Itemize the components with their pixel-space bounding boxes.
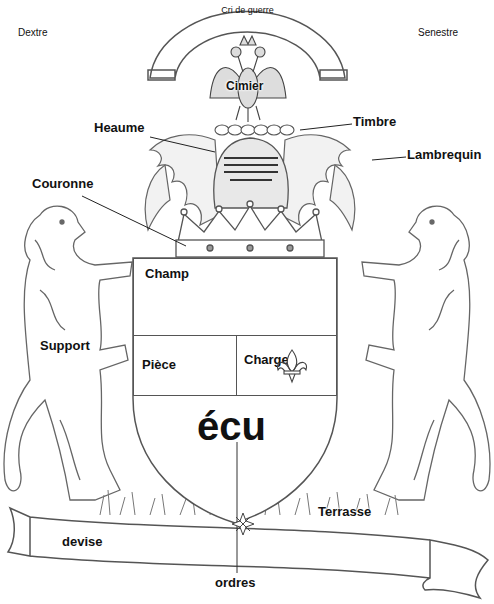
part-label: Senestre [418,27,458,38]
eagle-crest [210,36,286,122]
part-label: Timbre [353,115,396,129]
helmet [214,138,288,208]
charge-region-text: Charge [244,353,289,367]
order-star [232,513,254,535]
part-label: Heaume [94,121,145,135]
crown [176,201,324,257]
part-label: Support [40,339,90,353]
leader-lines [82,124,406,246]
charge-region: Charge [236,335,337,396]
part-label: Couronne [32,177,93,191]
wreath-torse [215,125,294,135]
part-label: ordres [215,576,255,590]
field-region-text: Champ [145,267,189,281]
part-label: Terrasse [318,505,371,519]
lion-sinister [362,206,490,500]
lion-dexter [4,206,132,500]
shield: écu ChampPièce Charge [133,258,337,524]
motto-ribbon-shape [8,508,488,598]
ordinary-region-text: Pièce [142,358,176,372]
part-label: Lambrequin [407,148,481,162]
motto-ribbon-text: devise [62,535,102,549]
shield-shape [133,258,337,523]
part-label: Cimier [226,80,263,93]
part-label: Dextre [18,27,47,38]
war-cry-banner: Cri de guerre [145,0,350,84]
war-cry-banner-shape [148,11,347,80]
order-line [237,442,238,573]
ordinary-region: Pièce [133,335,237,396]
fleur-de-lis [277,350,306,382]
war-cry-banner-text: Cri de guerre [145,6,350,16]
shield-text: écu [197,404,266,448]
shield-outline [133,258,337,524]
field-region: Champ [133,258,337,336]
